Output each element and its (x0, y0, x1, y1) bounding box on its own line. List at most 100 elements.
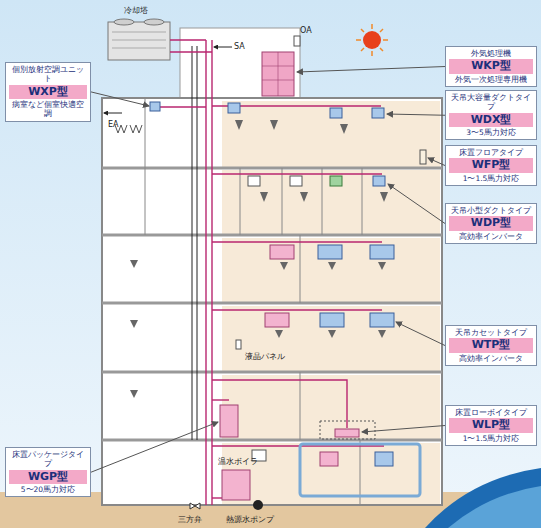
leader-lines (91, 67, 445, 473)
drawing-path (235, 120, 243, 130)
leader-line (91, 422, 218, 472)
drawing-line (102, 371, 442, 374)
part-label: 液晶パネル (245, 352, 285, 362)
drawing-line (380, 29, 383, 32)
callout-box: 床置パッケージタイプWGP型5〜20馬力対応 (5, 447, 91, 497)
part-label: 冷却塔 (124, 6, 148, 16)
drawing-path (300, 192, 308, 202)
drawing-line (361, 48, 364, 51)
model-band: WLP型 (449, 418, 533, 432)
indoor-units (150, 102, 426, 466)
drawing-line (262, 66, 294, 67)
drawing-line (112, 48, 166, 49)
drawing-line (240, 168, 241, 235)
drawing-line (102, 302, 442, 305)
box-note: 3〜5馬力対応 (449, 128, 533, 137)
box-note: 高効率インバータ (449, 354, 533, 363)
penthouse (180, 28, 300, 100)
callout-box: 天吊大容量ダクトタイプWDX型3〜5馬力対応 (445, 90, 537, 140)
oa-intake (294, 36, 300, 46)
drawing-path (280, 262, 288, 270)
drawing-line (300, 235, 301, 303)
drawing-polyline (212, 309, 382, 310)
leader-line (388, 184, 445, 224)
drawing-path (328, 262, 336, 270)
drawing-rect (375, 452, 393, 466)
box-note: 1〜1.5馬力対応 (449, 174, 533, 183)
drawing-path (270, 120, 278, 130)
drawing-path (130, 390, 138, 398)
drawing-line (371, 24, 373, 29)
louvre (112, 32, 166, 48)
drawing-rect (330, 176, 342, 186)
box-heading: 床置パッケージタイプ (9, 450, 87, 469)
heat-source-pump (253, 500, 263, 510)
drawing-line (205, 40, 206, 505)
outdoor-air-unit (262, 52, 294, 96)
drawing-line (112, 40, 166, 41)
drawing-rect (222, 101, 440, 167)
drawing-rect (370, 245, 394, 259)
drawing-line (278, 52, 279, 96)
drawing-rect (370, 313, 394, 327)
drawing-rect (228, 103, 240, 113)
model-band: WGP型 (9, 470, 87, 484)
part-label: OA (300, 26, 312, 36)
drawing-line (155, 106, 206, 107)
drawing-line (356, 39, 361, 41)
box-heading: 天吊小型ダクトタイプ (449, 206, 533, 215)
drawing-line (362, 168, 363, 235)
model-band: WDX型 (449, 113, 533, 127)
leader-line (362, 426, 445, 432)
drawing-line (262, 80, 294, 81)
box-heading: 床置ローボイタイプ (449, 408, 533, 417)
drawing-rect (248, 176, 260, 186)
fan (144, 19, 164, 25)
drawing-rect (222, 375, 440, 439)
callout-box: 天吊小型ダクトタイプWDP型高効率インバータ (445, 203, 537, 244)
model-band: WXP型 (9, 85, 87, 99)
drawing-rect (320, 313, 344, 327)
cooling-tower (108, 22, 170, 60)
drawing-rect (236, 340, 241, 349)
wave (448, 486, 541, 528)
sun-rays (356, 24, 388, 56)
drawing-path (380, 192, 388, 202)
building (102, 98, 442, 505)
drawing-rect (222, 170, 440, 234)
drawing-path (378, 330, 386, 338)
drawing-line (197, 46, 198, 440)
drawing-path (260, 192, 268, 202)
leader-line (91, 92, 149, 106)
drawing-rect (222, 238, 440, 302)
model-band: WKP型 (449, 59, 533, 73)
drawing-polyline (212, 241, 382, 242)
drawing-path (130, 260, 138, 268)
box-note: 1〜1.5馬力対応 (449, 434, 533, 443)
leader-line (428, 158, 445, 166)
drawing-line (102, 167, 442, 170)
radiant-panel (115, 125, 142, 133)
drawing-line (380, 48, 383, 51)
drawing-line (102, 439, 442, 442)
drawing-rect (320, 452, 338, 466)
leader-line (297, 67, 445, 72)
box-note: 5〜20馬力対応 (9, 485, 87, 494)
drawing-rect (373, 176, 385, 186)
box-note: 病室など個室快適空調 (9, 100, 87, 119)
box-note: 外気一次処理専用機 (449, 75, 533, 84)
drawing-line (145, 168, 146, 235)
model-band: WDP型 (449, 216, 533, 230)
sa-arrow (214, 47, 232, 48)
three-way-valve (190, 503, 200, 509)
unit-grid (262, 52, 294, 96)
drawing-line (102, 234, 442, 237)
part-label: SA (234, 42, 245, 52)
drawing-path (378, 262, 386, 270)
drawing-polyline (212, 445, 384, 446)
part-label: 三方弁 (178, 515, 202, 525)
drawing-path (340, 124, 348, 134)
drawing-rect (265, 313, 289, 327)
duct-risers (192, 46, 197, 440)
